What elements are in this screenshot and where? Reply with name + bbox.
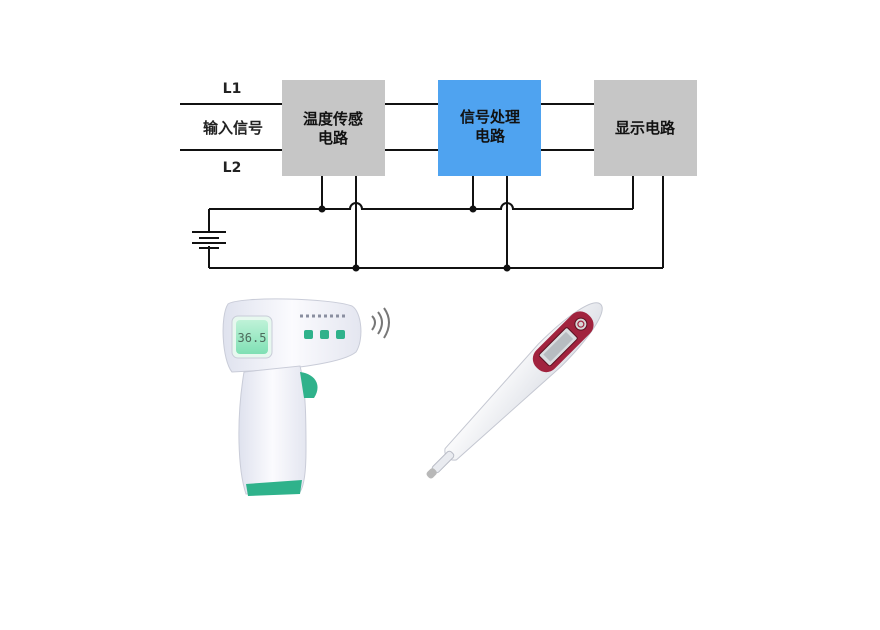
- display-block: 显示电路: [594, 80, 697, 176]
- ir-buttons: [304, 330, 345, 339]
- signal-wires: [385, 103, 594, 151]
- temperature-sensor-line1: 温度传感: [303, 110, 363, 128]
- input-wires: [180, 103, 282, 151]
- input-signal-label: 输入信号: [203, 119, 263, 137]
- signal-processing-line1: 信号处理: [460, 108, 520, 126]
- trigger: [300, 372, 318, 398]
- battery-symbol: [192, 231, 226, 249]
- power-button-icon: [574, 317, 588, 331]
- lcd-screen: [236, 320, 268, 354]
- signal-processing-line2: 电路: [475, 127, 506, 145]
- temperature-sensor-block: 温度传感 电路: [282, 80, 385, 176]
- temperature-sensor-line2: 电路: [318, 129, 349, 147]
- junction-dots: [318, 205, 511, 272]
- power-bus: [208, 176, 664, 269]
- l1-label: L1: [223, 81, 242, 97]
- l2-label: L2: [223, 160, 242, 176]
- lcd-reading: 36.5: [238, 331, 267, 345]
- infrared-thermometer-image: 36.5: [222, 298, 390, 496]
- digital-thermometer-image: [426, 302, 603, 479]
- signal-processing-block: 信号处理 电路: [438, 80, 541, 176]
- display-block-label: 显示电路: [615, 119, 676, 137]
- ir-wave-icon: [371, 307, 390, 339]
